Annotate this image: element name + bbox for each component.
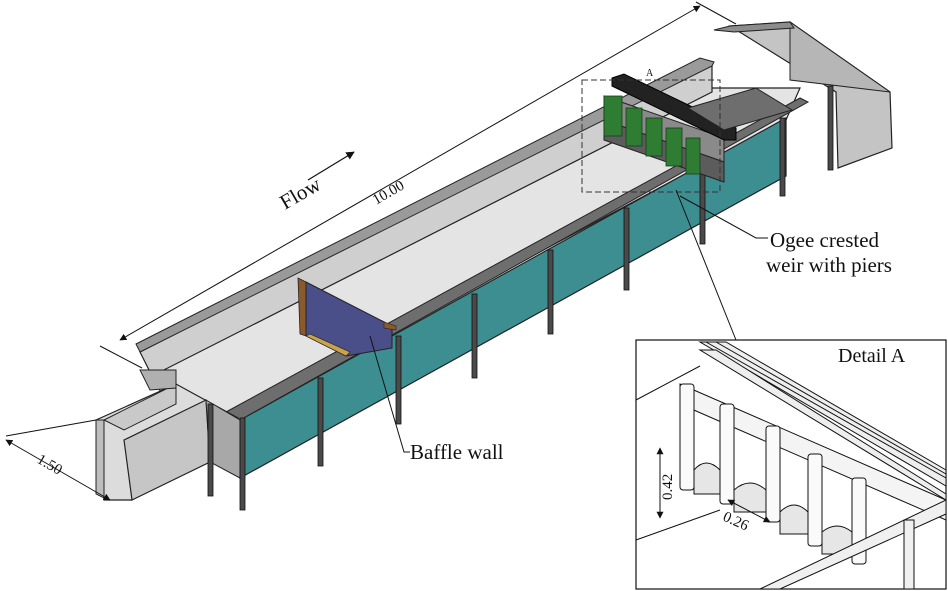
pier xyxy=(665,127,683,167)
weir-gray-block xyxy=(686,87,794,131)
width-ext-line xyxy=(5,419,97,437)
detail-a-view: 0.42 0.26 Detail A xyxy=(635,339,947,590)
width-dimension-label: 1.50 xyxy=(34,452,65,479)
rail-line xyxy=(715,341,947,475)
baffle-label: Baffle wall xyxy=(410,440,504,464)
weir-leader-line xyxy=(679,195,768,239)
flow-label: Flow xyxy=(276,172,326,215)
length-dimension xyxy=(99,1,737,369)
post xyxy=(317,377,324,467)
pier xyxy=(603,95,623,137)
post xyxy=(471,293,478,379)
width-dim-line xyxy=(5,439,111,501)
upstream-tank-side xyxy=(789,21,891,93)
post xyxy=(779,117,786,197)
detail-arch xyxy=(693,462,721,495)
outlet-box-step xyxy=(139,369,177,391)
detail-arches xyxy=(693,462,853,555)
post xyxy=(547,249,554,335)
detail-bottom-beam xyxy=(759,499,947,590)
upstream-tank-top xyxy=(713,21,795,33)
baffle-leader-line xyxy=(369,335,410,453)
pier xyxy=(685,137,701,175)
detail-pier xyxy=(807,453,823,547)
detail-left-rail xyxy=(635,365,701,401)
width-dimension xyxy=(5,419,111,501)
detail-floor-line xyxy=(635,509,721,541)
detail-leader-line xyxy=(675,189,737,341)
detail-pier xyxy=(719,403,735,505)
detail-title: Detail A xyxy=(838,345,906,367)
pier xyxy=(645,117,663,157)
detail-leg xyxy=(903,519,915,590)
post xyxy=(395,335,402,425)
weir-label-line2: weir with piers xyxy=(766,253,892,277)
length-ext-line-a xyxy=(99,345,143,369)
detail-pier xyxy=(765,425,781,523)
post xyxy=(827,85,834,171)
outlet-box-back-wall xyxy=(102,383,177,431)
weir-label-line1: Ogee crested xyxy=(770,228,880,252)
post xyxy=(699,163,706,245)
detail-arch xyxy=(733,482,767,513)
post xyxy=(239,417,246,511)
detail-marker-label: A xyxy=(646,68,654,79)
length-ext-line-b xyxy=(695,1,737,25)
flow-arrow xyxy=(307,151,355,181)
pier-spacing-dim-line xyxy=(727,499,771,523)
detail-rails xyxy=(698,341,947,501)
rail-line xyxy=(705,341,947,479)
pier-height-dim-label: 0.42 xyxy=(660,474,676,500)
detail-arch xyxy=(779,504,809,535)
length-dim-line xyxy=(119,5,701,341)
post xyxy=(207,403,214,497)
post xyxy=(623,207,630,291)
length-dimension-label: 10.00 xyxy=(370,178,407,209)
outlet-box-left-wall xyxy=(95,419,105,499)
pier xyxy=(625,107,643,147)
rail xyxy=(698,349,947,501)
detail-pier xyxy=(679,383,695,491)
